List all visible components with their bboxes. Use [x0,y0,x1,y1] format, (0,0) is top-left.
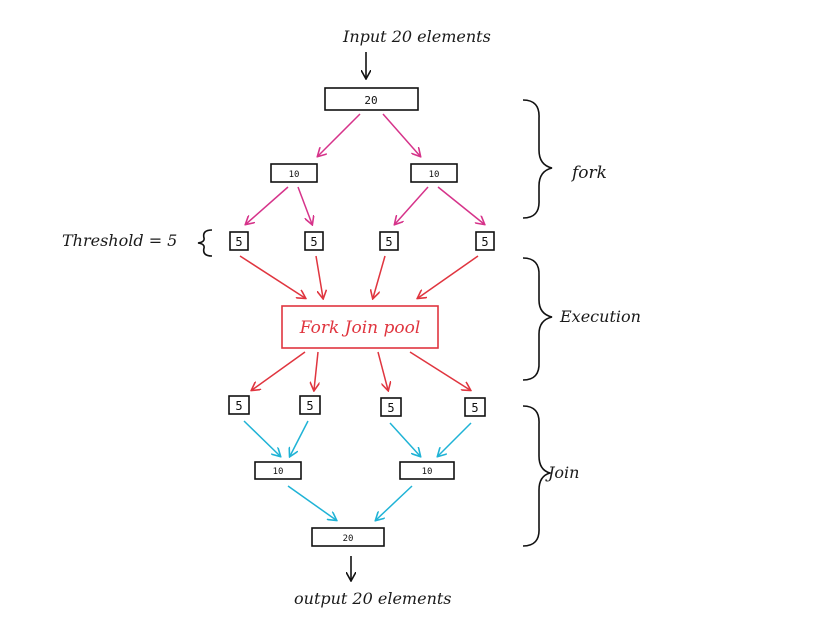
join-arrow-r2 [438,422,472,456]
exec-leaves: 5 5 5 5 [228,395,486,417]
result-node-box [311,527,385,547]
fork-leaf-3-value: 5 [385,235,392,249]
fork-left-value: 10 [289,170,300,180]
join-right-value: 10 [422,467,433,477]
forkjoin-pool-box [281,305,439,349]
execution-phase-label: Execution [559,307,641,326]
fork-right-value: 10 [429,170,440,180]
join-right-box [399,461,455,480]
exec-in-arrow-3 [373,255,386,298]
exec-leaf-1-value: 5 [235,399,242,413]
threshold-label: Threshold = 5 [62,231,177,250]
fork-phase-brace [522,99,553,219]
fork-right-box [410,163,458,183]
result-node-value: 20 [343,534,354,544]
fork-leaf-1-box [229,231,249,251]
forkjoin-pool-label: Fork Join pool [299,318,421,338]
input-label: Input 20 elements [342,27,491,46]
fork-leaf-3-box [379,231,399,251]
exec-out-arrow-2 [314,351,318,390]
join-arrow-right-final [376,485,413,520]
join-left-box [254,461,302,480]
exec-leaf-3-box [380,397,402,417]
exec-out-arrow-3 [377,351,388,390]
join-arrow-l2 [290,420,309,456]
exec-in-arrow-2 [315,255,323,298]
exec-out-arrow-1 [252,351,306,390]
output-label: output 20 elements [294,589,452,608]
exec-in-arrow-1 [239,255,305,298]
fork-leaf-2-value: 5 [310,235,317,249]
root-node-value: 20 [364,94,377,107]
join-arrow-r1 [389,422,420,456]
root-node-box [324,87,419,111]
exec-leaf-4-box [464,397,486,417]
fork-leaves: 5 5 5 5 [229,231,495,251]
execution-phase-brace [522,257,553,381]
fork-leaf-4-box [475,231,495,251]
join-phase-label: Join [545,463,579,482]
fork-phase-label: fork [570,163,607,183]
fork-arrow-r1 [395,186,429,224]
fork-leaf-1-value: 5 [235,235,242,249]
exec-out-arrow-4 [409,351,470,390]
exec-leaf-3-value: 5 [387,401,394,415]
exec-leaf-1-box [228,395,250,415]
fork-arrow-root-left [318,113,361,156]
fork-arrow-l1 [246,186,289,224]
fork-leaf-2-box [304,231,324,251]
exec-leaf-4-value: 5 [471,401,478,415]
join-arrow-l1 [243,420,280,456]
exec-in-arrow-4 [418,255,479,298]
join-arrow-left-final [287,485,336,520]
fork-arrow-l2 [297,186,312,224]
join-left-value: 10 [273,467,284,477]
fork-arrow-r2 [437,186,484,224]
exec-leaf-2-value: 5 [306,399,313,413]
fork-left-box [270,163,318,183]
fork-leaf-4-value: 5 [481,235,488,249]
fork-arrow-root-right [382,113,420,156]
exec-leaf-2-box [299,395,321,415]
join-phase-brace [522,405,554,547]
threshold-brace [197,229,213,257]
